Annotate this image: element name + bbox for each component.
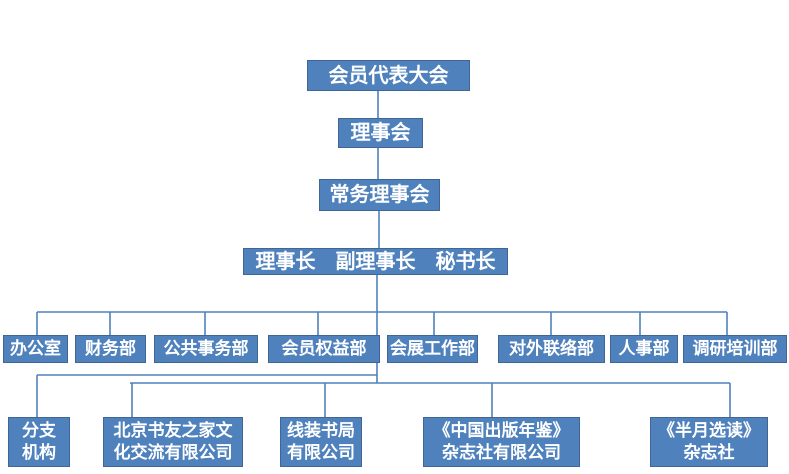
node-dept-external-liaison: 对外联络部	[498, 335, 605, 363]
node-council: 理事会	[338, 118, 423, 148]
node-dept-general-office: 办公室	[3, 335, 68, 363]
node-sub-branches: 分支 机构	[8, 417, 70, 467]
node-dept-exhibition: 会展工作部	[387, 335, 478, 363]
node-chairman-officers: 理事长 副理事长 秘书长	[243, 248, 508, 275]
node-dept-hr: 人事部	[610, 335, 678, 363]
node-dept-public-affairs: 公共事务部	[154, 335, 258, 363]
node-dept-research-training: 调研培训部	[683, 335, 787, 363]
node-sub-publishing-yearbook: 《中国出版年鉴》 杂志社有限公司	[423, 417, 580, 467]
node-dept-finance: 财务部	[75, 335, 146, 363]
node-dept-member-rights: 会员权益部	[268, 335, 380, 363]
node-sub-banyue-xuandu: 《半月选读》 杂志社	[650, 417, 768, 467]
node-sub-xianzhuang-shuju: 线装书局 有限公司	[280, 417, 362, 467]
node-member-congress: 会员代表大会	[307, 60, 470, 91]
node-standing-council: 常务理事会	[319, 179, 440, 211]
node-sub-shuyouzhijia: 北京书友之家文 化交流有限公司	[103, 417, 243, 467]
